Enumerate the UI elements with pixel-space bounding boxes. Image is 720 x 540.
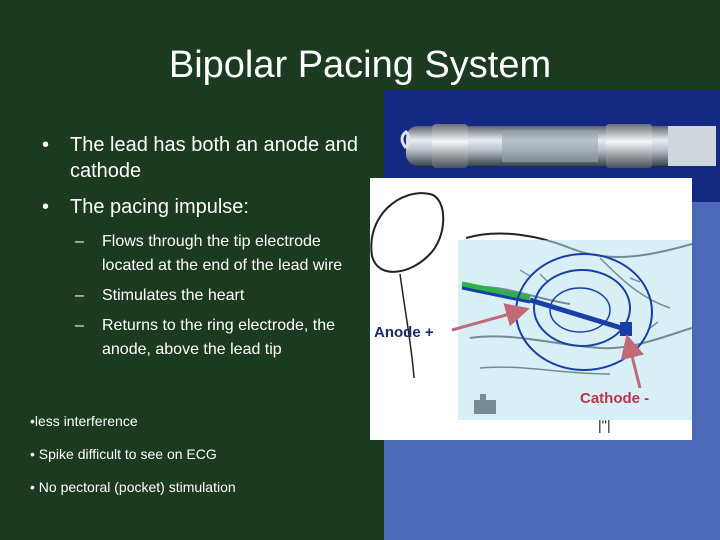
cathode-label: Cathode - <box>580 390 650 407</box>
bullet-text: The pacing impulse: <box>70 196 249 218</box>
sub-bullet-text: Stimulates the heart <box>102 287 245 304</box>
sub-bullet-item: – Returns to the ring electrode, the ano… <box>42 314 352 362</box>
note-spike-ecg: • Spike difficult to see on ECG <box>30 446 217 462</box>
sub-bullet-text: Returns to the ring electrode, the anode… <box>102 317 336 358</box>
bipolar-lead-diagram: |''| <box>370 178 692 440</box>
sub-bullet-item: – Flows through the tip electrode locate… <box>42 230 352 278</box>
sub-bullet-marker: – <box>75 317 84 334</box>
lead-tip-photo <box>392 96 720 192</box>
slide-title: Bipolar Pacing System <box>168 44 552 86</box>
sub-bullet-text: Flows through the tip electrode located … <box>102 233 343 274</box>
svg-text:|''|: |''| <box>598 417 611 433</box>
sub-bullet-marker: – <box>75 287 84 304</box>
sub-bullet-item: – Stimulates the heart <box>42 284 352 308</box>
bullet-marker: • <box>42 134 50 156</box>
bullet-marker: • <box>42 196 50 218</box>
sub-bullet-marker: – <box>75 233 84 250</box>
bullet-item: • The pacing impulse: <box>42 194 362 220</box>
bullet-item: • The lead has both an anode and cathode <box>42 132 362 184</box>
note-no-pocket-stimulation: • No pectoral (pocket) stimulation <box>30 479 236 495</box>
note-less-interference: •less interference <box>30 413 138 429</box>
anode-label: Anode + <box>374 324 434 341</box>
bullet-text: The lead has both an anode and cathode <box>70 134 359 182</box>
bullet-list: • The lead has both an anode and cathode… <box>42 132 362 368</box>
